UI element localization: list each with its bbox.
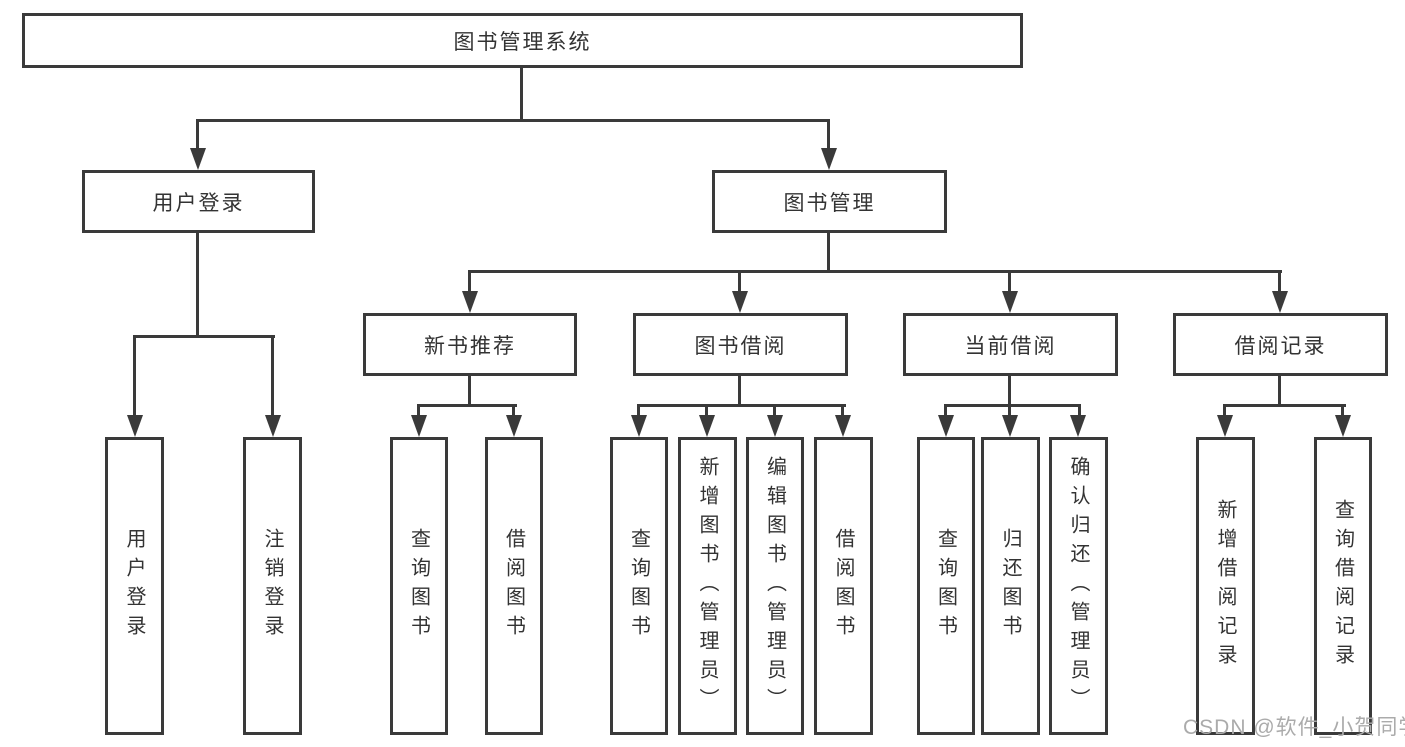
connector-level2-hline — [196, 119, 830, 122]
leaf-borrowing-add-books: 新增图书（管理员） — [678, 437, 737, 735]
arrow-down-icon — [1070, 415, 1086, 437]
connector-leaf-stem — [841, 404, 844, 417]
connector-leaf-stem — [133, 335, 136, 417]
leaf-logout: 注销登录 — [243, 437, 302, 735]
connector-borrowing-vline — [738, 376, 741, 406]
leaf-recommend-query-books: 查询图书 — [390, 437, 448, 735]
connector-level3-stem — [1278, 270, 1281, 293]
arrow-down-icon — [506, 415, 522, 437]
connector-records-vline — [1278, 376, 1281, 406]
arrow-down-icon — [732, 291, 748, 313]
arrow-down-icon — [767, 415, 783, 437]
connector-leaf-stem — [637, 404, 640, 417]
connector-borrowing-hline — [637, 404, 846, 407]
connector-recommend-vline — [468, 376, 471, 406]
connector-leaf-stem — [512, 404, 515, 417]
arrow-down-icon — [127, 415, 143, 437]
leaf-borrowing-borrow-books-label: 借阅图书 — [832, 528, 854, 644]
node-current-borrowing: 当前借阅 — [903, 313, 1118, 376]
arrow-down-icon — [190, 148, 206, 170]
connector-book-mgmt-vline — [827, 233, 830, 272]
leaf-current-return-books: 归还图书 — [981, 437, 1040, 735]
leaf-logout-label: 注销登录 — [261, 528, 283, 644]
leaf-user-login-label: 用户登录 — [123, 528, 145, 644]
leaf-records-add-label: 新增借阅记录 — [1214, 499, 1236, 673]
leaf-current-confirm-return: 确认归还（管理员） — [1049, 437, 1108, 735]
node-book-management: 图书管理 — [712, 170, 947, 233]
connector-current-hline — [944, 404, 1081, 407]
connector-root-vline — [520, 68, 523, 121]
connector-level3-stem — [738, 270, 741, 293]
node-user-login: 用户登录 — [82, 170, 315, 233]
watermark: CSDN @软件_小贺同学 — [1183, 716, 1405, 739]
leaf-recommend-borrow-books: 借阅图书 — [485, 437, 543, 735]
leaf-current-query-books-label: 查询图书 — [934, 528, 957, 644]
leaf-borrowing-query-books-label: 查询图书 — [627, 528, 650, 644]
node-new-book-recommend: 新书推荐 — [363, 313, 577, 376]
arrow-down-icon — [1272, 291, 1288, 313]
leaf-borrowing-query-books: 查询图书 — [610, 437, 668, 735]
node-borrowing-records-label: 借阅记录 — [1234, 334, 1327, 358]
leaf-records-add: 新增借阅记录 — [1196, 437, 1255, 735]
leaf-current-query-books: 查询图书 — [917, 437, 975, 735]
leaf-recommend-borrow-books-label: 借阅图书 — [502, 528, 525, 644]
leaf-recommend-query-books-label: 查询图书 — [407, 528, 430, 644]
connector-user-login-stem — [196, 119, 199, 150]
node-book-management-label: 图书管理 — [783, 191, 876, 215]
arrow-down-icon — [462, 291, 478, 313]
connector-recommend-hline — [417, 404, 517, 407]
connector-level3-hline — [468, 270, 1282, 273]
connector-leaf-stem — [1223, 404, 1226, 417]
node-user-login-label: 用户登录 — [152, 191, 245, 215]
connector-current-vline — [1008, 376, 1011, 406]
connector-user-login-hline — [133, 335, 275, 338]
connector-leaf-stem — [271, 335, 274, 417]
arrow-down-icon — [1002, 291, 1018, 313]
arrow-down-icon — [1002, 415, 1018, 437]
node-book-borrowing: 图书借阅 — [633, 313, 848, 376]
arrow-down-icon — [1335, 415, 1351, 437]
connector-records-hline — [1223, 404, 1346, 407]
leaf-current-return-books-label: 归还图书 — [999, 528, 1021, 644]
node-current-borrowing-label: 当前借阅 — [964, 334, 1057, 358]
leaf-current-confirm-return-label: 确认归还（管理员） — [1067, 455, 1089, 717]
node-new-book-recommend-label: 新书推荐 — [424, 334, 516, 358]
connector-level3-stem — [1008, 270, 1011, 293]
leaf-borrowing-edit-books: 编辑图书（管理员） — [746, 437, 804, 735]
leaf-borrowing-add-books-label: 新增图书（管理员） — [696, 455, 718, 717]
connector-leaf-stem — [1341, 404, 1344, 417]
connector-leaf-stem — [1078, 404, 1081, 417]
arrow-down-icon — [699, 415, 715, 437]
arrow-down-icon — [821, 148, 837, 170]
connector-book-mgmt-stem — [827, 119, 830, 150]
leaf-records-query-label: 查询借阅记录 — [1331, 499, 1354, 673]
arrow-down-icon — [1217, 415, 1233, 437]
arrow-down-icon — [631, 415, 647, 437]
node-root-label: 图书管理系统 — [453, 30, 592, 54]
arrow-down-icon — [938, 415, 954, 437]
leaf-records-query: 查询借阅记录 — [1314, 437, 1372, 735]
node-book-borrowing-label: 图书借阅 — [694, 334, 787, 358]
connector-leaf-stem — [773, 404, 776, 417]
connector-leaf-stem — [705, 404, 708, 417]
arrow-down-icon — [835, 415, 851, 437]
leaf-user-login: 用户登录 — [105, 437, 164, 735]
connector-user-login-vline — [196, 233, 199, 337]
node-root: 图书管理系统 — [22, 13, 1023, 68]
connector-leaf-stem — [944, 404, 947, 417]
node-borrowing-records: 借阅记录 — [1173, 313, 1388, 376]
connector-level3-stem — [468, 270, 471, 293]
arrow-down-icon — [411, 415, 427, 437]
leaf-borrowing-edit-books-label: 编辑图书（管理员） — [763, 455, 786, 717]
connector-leaf-stem — [1008, 404, 1011, 417]
connector-leaf-stem — [417, 404, 420, 417]
leaf-borrowing-borrow-books: 借阅图书 — [814, 437, 873, 735]
arrow-down-icon — [265, 415, 281, 437]
